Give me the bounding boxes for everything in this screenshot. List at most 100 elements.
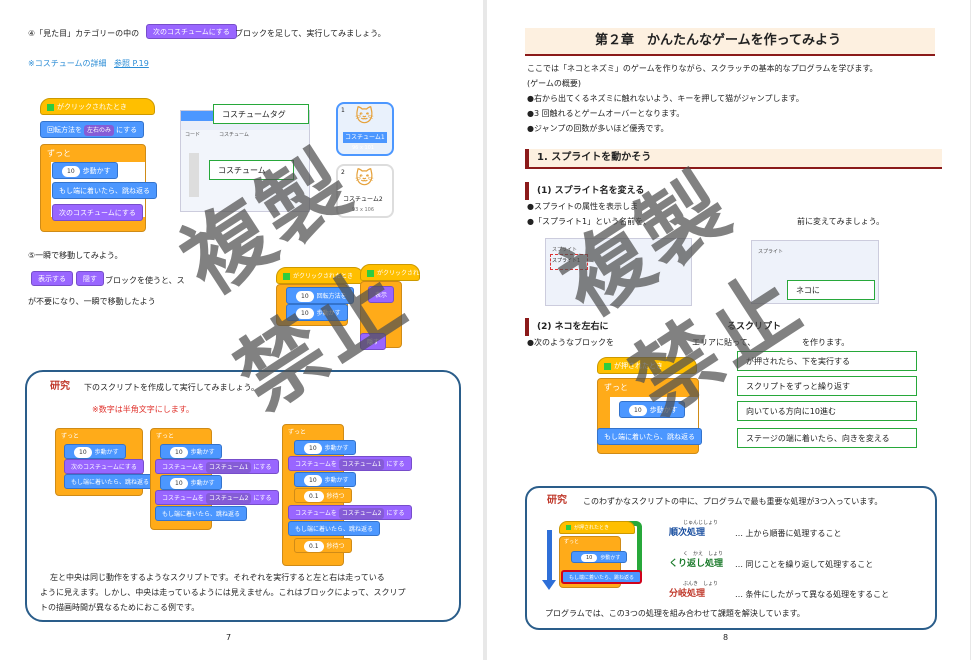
overview-bullet-3: ●ジャンプの回数が多いほど優秀です。	[527, 124, 669, 133]
chapter-title: 第２章 かんたんなゲームを作ってみよう	[595, 33, 841, 48]
research-bounce-3: もし端に着いたら、跳ね返る	[288, 521, 381, 536]
ruby-2: く かえ しょり	[683, 551, 724, 557]
show-block: 表示する	[31, 271, 73, 286]
research-summary: プログラムでは、この3つの処理を組み合わせて課題を解決しています。	[545, 609, 805, 618]
research-next-costume-1: 次のコスチュームにする	[64, 459, 144, 474]
hide-block-2: 隠す	[360, 333, 387, 350]
research-intro: 下のスクリプトを作成して実行してみましょう。	[84, 383, 260, 392]
research-bounce-2: もし端に着いたら、跳ね返る	[155, 506, 248, 521]
right-page: 第２章 かんたんなゲームを作ってみよう ここでは「ネコとネズミ」のゲームを作りな…	[487, 0, 970, 660]
when-flag-clicked-block-2: がクリックされたとき	[276, 267, 364, 284]
term-loop: くり返し処理	[669, 559, 724, 569]
green-flag-icon	[566, 525, 571, 530]
research-title: 研究	[50, 381, 70, 392]
desc-sequence: … 上から順番に処理すること	[735, 529, 842, 538]
callout-bounce: ステージの端に着いたら、向きを変える	[737, 428, 917, 448]
rotation-style-block: 回転方法を左右のみにする	[40, 121, 145, 138]
section1-heading: 1. スプライトを動かそう	[525, 149, 942, 169]
research-body-3: トの描画時間が異なるためにおこる例です。	[40, 603, 200, 612]
research-bounce-1: もし端に着いたら、跳ね返る	[64, 474, 157, 489]
costume-callout: コスチューム	[209, 160, 294, 180]
sub2-text-b: エリアに貼って、	[692, 338, 756, 347]
when-flag-pressed-block: が押されたとき	[597, 357, 697, 374]
sprite-panel-before: スプライト スプライト1	[545, 238, 692, 306]
green-flag-icon	[604, 362, 611, 370]
research-body-1: 左と中央は同じ動作をするようなスクリプトです。それぞれを実行すると左と右は走って…	[50, 573, 385, 582]
callout-forever: スクリプトをずっと繰り返す	[737, 376, 917, 396]
desc-branch: … 条件にしたがって異なる処理をすること	[735, 590, 890, 599]
desc-loop: … 同じことを繰り返して処理すること	[735, 560, 874, 569]
chapter-intro: ここでは「ネコとネズミ」のゲームを作りながら、スクラッチの基本的なプログラムを学…	[527, 64, 878, 73]
bounce-block-right: もし端に着いたら、跳ね返る	[597, 428, 702, 445]
hide-block: 隠す	[76, 271, 104, 286]
sub2-text-c: を作ります。	[802, 338, 850, 347]
tab-code[interactable]: コード	[185, 132, 201, 138]
costume-tab-callout: コスチュームタグ	[213, 104, 309, 124]
next-costume-block: 次のコスチュームにする	[146, 24, 237, 39]
sub2-text-a: ●次のようなブロックを	[527, 338, 614, 347]
research-body-2: ように見えます。しかし、中央は走っているようには見えません。これはブロックによっ…	[40, 588, 406, 597]
research-intro-right: このわずかなスクリプトの中に、プログラムで最も重要な処理が3つ入っています。	[583, 497, 883, 506]
p5-text-a: ブロックを使うと、ス	[105, 276, 185, 285]
mini-bounce-block: もし端に着いたら、跳ね返る	[561, 570, 643, 584]
costume-detail-link[interactable]: 参照 P.19	[114, 59, 149, 68]
green-flag-icon	[47, 103, 54, 111]
p5-title: ⑤一瞬で移動してみよう。	[28, 251, 123, 260]
neko-name-callout: ネコに	[787, 280, 875, 300]
costume1-card[interactable]: 1 🐱 コスチューム1 96 x 101	[336, 102, 394, 156]
sub1-text-2a: ●「スプライト1」という名前を、	[527, 217, 652, 226]
when-flag-clicked-block: がクリックされたとき	[40, 98, 155, 115]
p4-intro-a: ④「見た目」カテゴリーの中の	[28, 29, 140, 38]
page-number-left: 7	[226, 633, 232, 642]
overview-bullet-2: ●3 回触れるとゲームオーバーとなります。	[527, 109, 685, 118]
mini-when-flag-block: が押されたとき	[559, 521, 635, 534]
left-page: ④「見た目」カテゴリーの中の 次のコスチュームにする ブロックを足して、実行して…	[0, 0, 483, 660]
next-costume-script-block: 次のコスチュームにする	[52, 204, 143, 221]
p5-text-b: が不要になり、一瞬で移動したよう	[28, 297, 156, 306]
green-flag-icon	[283, 273, 290, 280]
ruby-1: じゅんじしょり	[683, 520, 719, 526]
cat-sprite-icon: 🐱	[355, 106, 374, 127]
ruby-3: ぶんき しょり	[683, 581, 719, 587]
bounce-block: もし端に着いたら、跳ね返る	[52, 182, 157, 199]
sub2-heading: (2) ネコを左右に	[525, 318, 637, 336]
green-flag-icon	[367, 270, 374, 277]
costume2-card[interactable]: 2 🐱 コスチューム2 93 x 106	[336, 164, 394, 218]
research-note: ※数字は半角文字にします。	[92, 405, 194, 414]
term-sequence: 順次処理	[669, 528, 706, 538]
p4-intro-b: ブロックを足して、実行してみましょう。	[235, 29, 386, 38]
cat-sprite-icon: 🐱	[355, 168, 374, 189]
overview-bullet-1: ●右から出てくるネズミに触れないよう、キーを押して猫がジャンプします。	[527, 94, 804, 103]
sub2-heading-b: るスクリプト	[727, 322, 782, 332]
arrow-head-icon	[542, 580, 556, 590]
chapter-header	[525, 28, 935, 56]
when-flag-clicked-block-3: がクリックされたとき	[360, 264, 437, 281]
sub1-text-2b: 前に変えてみましょう。	[797, 217, 885, 226]
callout-move: 向いている方向に10進む	[737, 401, 917, 421]
callout-when-flag: が押されたら、下を実行する	[737, 351, 917, 371]
show-block-2: 表示	[368, 286, 395, 303]
term-branch: 分岐処理	[669, 589, 706, 599]
research-title-right: 研究	[547, 495, 567, 506]
page-number-right: 8	[723, 633, 729, 642]
sub1-text-1: ●スプライトの属性を表示しま	[527, 202, 638, 211]
sub1-heading: (1) スプライト名を変える	[525, 182, 737, 200]
overview-heading: (ゲームの概要)	[527, 79, 582, 88]
tab-costume[interactable]: コスチューム	[219, 132, 249, 138]
costume-detail-note: ※コスチュームの詳細	[28, 59, 107, 68]
